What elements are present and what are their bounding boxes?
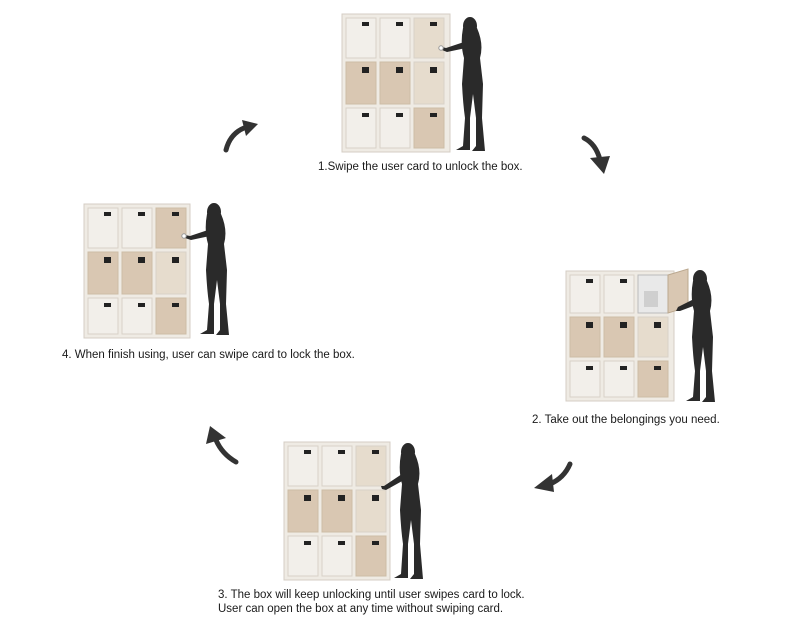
- locker-door: [637, 360, 669, 398]
- step-4-caption: 4. When finish using, user can swipe car…: [62, 349, 355, 361]
- locker-door: [355, 489, 387, 533]
- locker-door: [121, 251, 153, 295]
- locker-door: [87, 207, 119, 249]
- locker-door: [155, 207, 187, 249]
- step-3: 3. The box will keep unlocking until use…: [210, 436, 550, 618]
- locker-door: [603, 274, 635, 314]
- person-silhouette-icon: [442, 17, 485, 151]
- locker-door: [355, 535, 387, 577]
- step-3-caption-line-1: 3. The box will keep unlocking until use…: [218, 589, 525, 601]
- locker-door: [345, 17, 377, 59]
- step-1-illustration: [341, 13, 492, 154]
- locker-door: [321, 445, 353, 487]
- locker-door: [379, 17, 411, 59]
- locker-door: [345, 107, 377, 149]
- locker-door: [603, 360, 635, 398]
- locker-door: [121, 207, 153, 249]
- step-2: 2. Take out the belongings you need.: [530, 262, 780, 434]
- card-reader-icon: [438, 45, 444, 51]
- locker-door: [287, 535, 319, 577]
- locker-door: [321, 489, 353, 533]
- locker-door: [569, 274, 601, 314]
- step-3-caption-line-2: User can open the box at any time withou…: [218, 603, 504, 615]
- card-reader-icon: [181, 233, 187, 239]
- locker-door: [155, 251, 187, 295]
- step-4: 4. When finish using, user can swipe car…: [56, 196, 376, 366]
- locker-door: [413, 61, 445, 105]
- cycle-arrow-icon: [530, 460, 576, 494]
- locker-door: [569, 360, 601, 398]
- locker-door: [569, 316, 601, 358]
- person-silhouette-icon: [185, 203, 229, 335]
- locker-door: [121, 297, 153, 335]
- locker-door: [379, 107, 411, 149]
- locker-door: [321, 535, 353, 577]
- locker-door: [637, 316, 669, 358]
- locker-door: [355, 445, 387, 487]
- locker-door: [603, 316, 635, 358]
- step-3-illustration: [283, 440, 434, 582]
- cycle-arrow-icon: [202, 424, 242, 466]
- locker-door: [413, 107, 445, 149]
- locker-door: [287, 489, 319, 533]
- person-silhouette-icon: [676, 270, 715, 402]
- step-2-illustration: [565, 267, 716, 407]
- locker-door: [87, 251, 119, 295]
- locker-door: [287, 445, 319, 487]
- locker-door: [413, 17, 445, 59]
- step-4-illustration: [83, 200, 234, 340]
- locker-door: [345, 61, 377, 105]
- cycle-arrow-icon: [578, 134, 614, 178]
- locker-door: [155, 297, 187, 335]
- cycle-arrow-icon: [220, 120, 264, 154]
- step-1: 1.Swipe the user card to unlock the box.: [300, 8, 560, 178]
- step-1-caption: 1.Swipe the user card to unlock the box.: [318, 161, 523, 173]
- person-silhouette-icon: [381, 443, 423, 579]
- step-2-caption: 2. Take out the belongings you need.: [532, 414, 720, 426]
- locker-door: [379, 61, 411, 105]
- locker-door: [87, 297, 119, 335]
